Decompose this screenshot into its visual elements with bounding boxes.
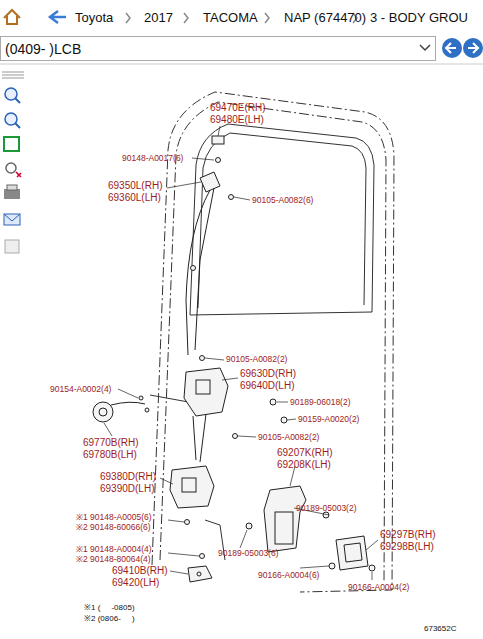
- breadcrumb-item: 3 - BODY GROU: [370, 11, 468, 24]
- part-number: 69350L(RH): [108, 181, 162, 191]
- part-number: 69360L(LH): [108, 193, 161, 203]
- catalog-selector: (0409- )LCB: [5, 42, 81, 56]
- illustration-number: 673652C: [424, 625, 456, 633]
- part-number: 69410B(RH): [112, 566, 168, 576]
- part-number: 90189-05003(2): [296, 504, 357, 513]
- part-number: 90189-05003(6): [218, 549, 279, 558]
- part-number: 90166-A0004(6): [258, 571, 319, 580]
- part-number: 69780B(LH): [83, 450, 137, 460]
- part-number: ※1 90148-A0005(6): [76, 513, 152, 522]
- part-number: 69640D(LH): [240, 381, 294, 391]
- part-number: 69420(LH): [112, 578, 159, 588]
- part-number: ※2 90148-60066(6): [76, 523, 151, 532]
- footnote: ※2 (0806- ): [84, 615, 135, 623]
- breadcrumb-item: Toyota: [75, 11, 113, 24]
- part-number: 90159-A0020(2): [298, 415, 359, 424]
- part-number: 90105-A0082(2): [226, 355, 287, 364]
- part-number: 69630D(RH): [240, 369, 296, 379]
- breadcrumb-item: TACOMA: [203, 11, 258, 24]
- part-number: 90154-A0002(4): [50, 385, 111, 394]
- part-number: 69297B(RH): [380, 530, 436, 540]
- breadcrumb-item: NAP (674470): [284, 11, 366, 24]
- part-number: 90105-A0082(2): [258, 433, 319, 442]
- part-number: 69207K(RH): [277, 448, 333, 458]
- part-number: 69770B(RH): [83, 438, 139, 448]
- part-number: 90148-A0017(6): [122, 154, 183, 163]
- part-number: 69470E(RH): [210, 103, 266, 113]
- part-number: 90189-06018(2): [290, 398, 351, 407]
- part-number: 90166-A0004(2): [348, 583, 409, 592]
- part-number: ※2 90148-80064(4): [76, 555, 151, 564]
- part-number: 90105-A0082(6): [252, 196, 313, 205]
- part-number: 69380D(RH): [100, 472, 156, 482]
- part-number: 69390D(LH): [100, 484, 154, 494]
- footnote: ※1 ( -0805): [84, 604, 135, 612]
- breadcrumb-item: 2017: [144, 11, 173, 24]
- part-number: 69298B(LH): [380, 542, 434, 552]
- part-number: 69208K(LH): [277, 460, 331, 470]
- part-number: 69480E(LH): [210, 115, 264, 125]
- part-number: ※1 90148-A0004(4): [76, 545, 152, 554]
